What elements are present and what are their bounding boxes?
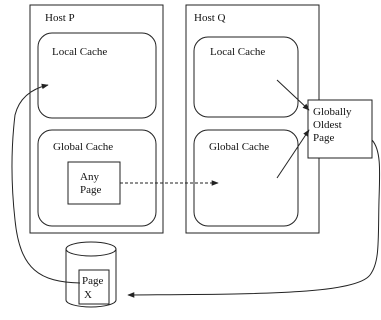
globally-oldest-page: Globally Oldest Page [307,99,373,159]
host-p-local-cache-label: Local Cache [52,46,107,58]
any-page-label-2: Page [80,184,102,196]
host-q-title: Host Q [194,12,226,24]
page-x-label-1: Page [82,275,104,287]
disk: Page X [65,241,117,308]
any-page-label-1: Any [80,171,99,183]
host-q-box [185,4,320,234]
host-q: Host Q Local Cache Global Cache [185,4,320,234]
host-p-title: Host P [45,12,75,24]
host-p-box [29,4,164,234]
host-p-global-cache-label: Global Cache [53,141,113,153]
disk-top [65,241,117,257]
arrow-oldest-to-disk [127,139,381,298]
host-q-local-cache [193,36,299,118]
host-p-local-cache [37,32,157,119]
arrow-q-global-to-oldest [276,129,310,179]
page-x-label-2: X [84,289,92,301]
oldest-page-label-2: Oldest [313,119,342,131]
host-q-global-cache-label: Global Cache [209,141,269,153]
host-q-global-cache [193,129,299,227]
host-p: Host P Local Cache Global Cache Any Page [29,4,164,234]
oldest-page-label-1: Globally [313,106,352,118]
oldest-page-label-3: Page [313,132,335,144]
any-page-box [67,161,121,205]
host-p-global-cache [37,129,157,227]
disk-body [65,249,117,308]
page-x-box [78,269,110,305]
host-q-local-cache-label: Local Cache [210,46,265,58]
globally-oldest-page-box [307,99,373,159]
arrow-page-x-to-p-local [11,83,81,284]
arrow-q-local-to-oldest [276,79,310,111]
